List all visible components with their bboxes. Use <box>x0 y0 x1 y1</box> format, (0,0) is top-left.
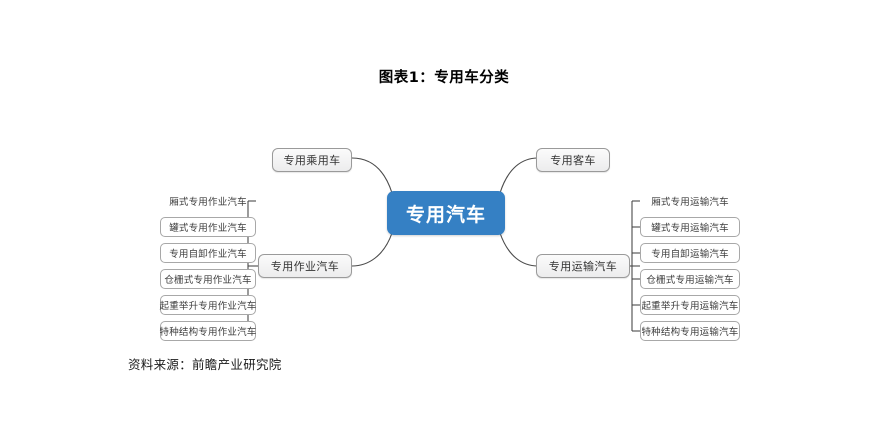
branch-node-transport-vehicle[interactable]: 专用运输汽车 <box>536 254 630 278</box>
root-node-special-vehicle[interactable]: 专用汽车 <box>387 191 505 235</box>
leaf-item-left-1[interactable]: 罐式专用作业汽车 <box>160 217 256 237</box>
branch-node-operation-vehicle[interactable]: 专用作业汽车 <box>258 254 352 278</box>
page-title: 图表1：专用车分类 <box>378 70 510 86</box>
edge-center-to-branch-0 <box>351 157 393 194</box>
branch-node-bus[interactable]: 专用客车 <box>536 148 610 172</box>
leaf-item-left-2[interactable]: 专用自卸作业汽车 <box>160 243 256 263</box>
leaf-item-left-4[interactable]: 起重举升专用作业汽车 <box>160 295 256 315</box>
leaf-item-left-0[interactable]: 厢式专用作业汽车 <box>169 197 247 208</box>
branch-node-passenger-vehicle[interactable]: 专用乘用车 <box>272 148 352 172</box>
leaf-item-right-3[interactable]: 仓栅式专用运输汽车 <box>640 269 740 289</box>
source-note: 资料来源：前瞻产业研究院 <box>128 357 282 372</box>
leaf-item-right-1[interactable]: 罐式专用运输汽车 <box>640 217 740 237</box>
leaf-item-left-5[interactable]: 特种结构专用作业汽车 <box>160 321 256 341</box>
leaf-item-right-0[interactable]: 厢式专用运输汽车 <box>651 197 729 208</box>
leaf-item-right-4[interactable]: 起重举升专用运输汽车 <box>640 295 740 315</box>
edge-center-to-branch-2 <box>351 232 393 267</box>
edge-center-to-branch-3 <box>499 232 539 267</box>
leaf-item-right-5[interactable]: 特种结构专用运输汽车 <box>640 321 740 341</box>
edge-center-to-branch-1 <box>499 157 539 194</box>
leaf-item-right-2[interactable]: 专用自卸运输汽车 <box>640 243 740 263</box>
leaf-item-left-3[interactable]: 仓栅式专用作业汽车 <box>160 269 256 289</box>
